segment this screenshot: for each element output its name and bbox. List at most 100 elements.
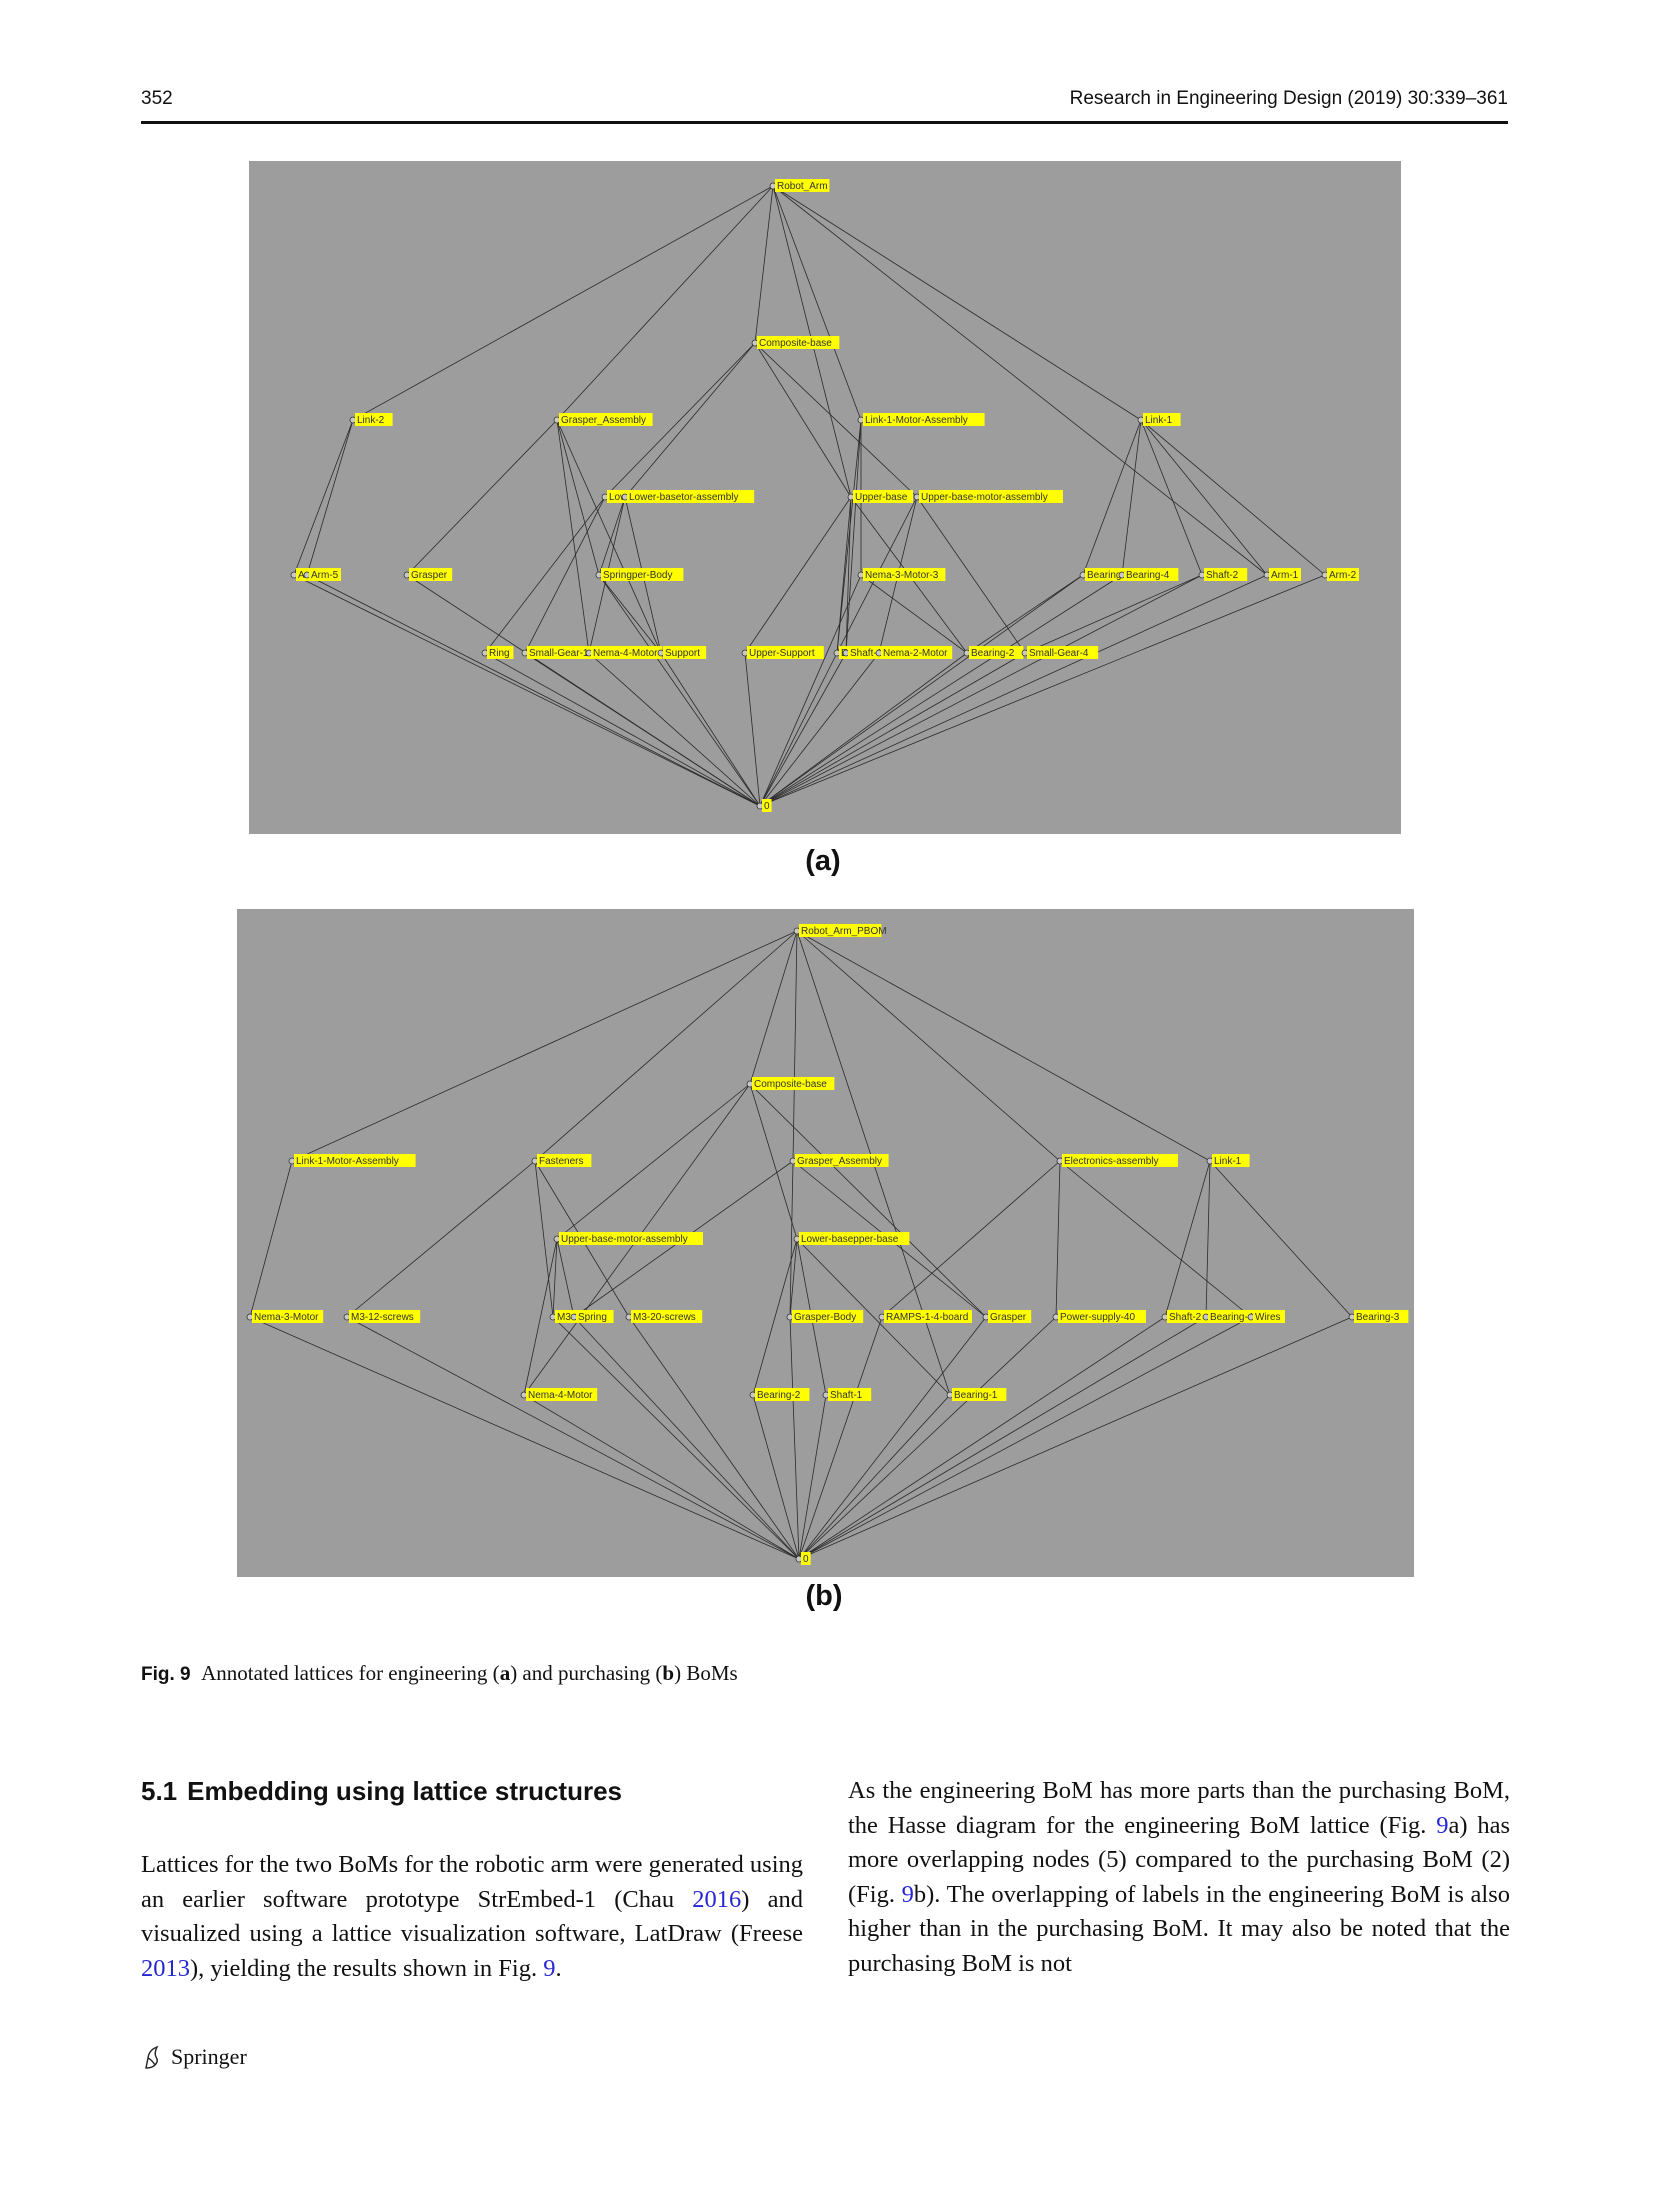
journal-header: Research in Engineering Design (2019) 30…	[1069, 88, 1508, 109]
lattice-b-node-label: Fasteners	[539, 1156, 583, 1167]
lattice-a-node: Bearing-4	[1118, 568, 1179, 581]
lattice-b-node: Electronics-assembly	[1056, 1154, 1178, 1167]
lattice-b-edge	[798, 1316, 1057, 1560]
left-column: Lattices for the two BoMs for the roboti…	[141, 1848, 803, 1986]
lattice-a-node: Composite-base	[751, 336, 840, 349]
lattice-b-node: Nema-3-Motor	[246, 1310, 324, 1323]
lattice-a-edge	[598, 496, 626, 576]
lattice-b-diagram: Robot_Arm_PBOMComposite-baseLink-1-Motor…	[246, 924, 1409, 1565]
figure-link[interactable]: 9	[543, 1954, 556, 1982]
lattice-b-edge	[749, 930, 798, 1085]
lattice-b-edge	[798, 1316, 1166, 1560]
lattice-b-edge	[796, 1238, 951, 1396]
lattice-a-node: Robot_Arm	[769, 179, 830, 192]
lattice-b-edge	[749, 1083, 987, 1318]
lattice-a-edge	[772, 185, 862, 421]
lattice-b-node-label: Bearing-3	[1356, 1312, 1400, 1323]
lattice-a-edge	[836, 496, 852, 654]
lattice-a-node-label: Support	[665, 648, 700, 659]
lattice-b-node-label: M3-1	[557, 1312, 580, 1323]
lattice-a-node-label: Low	[609, 492, 628, 503]
lattice-a-edge	[759, 652, 880, 807]
lattice-a-edge	[1140, 419, 1326, 576]
lattice-b-node-label: 0	[803, 1554, 809, 1565]
caption-label: Fig. 9	[141, 1664, 191, 1685]
lattice-a-edge	[759, 652, 847, 807]
lattice-b-edge	[249, 1160, 293, 1318]
lattice-b-edge	[1055, 1160, 1061, 1318]
caption-text: ) BoMs	[674, 1661, 738, 1685]
lattice-a-edge	[293, 419, 354, 576]
lattice-a-edge	[916, 496, 1026, 654]
lattice-b-edge	[628, 1316, 800, 1560]
lattice-a-node: Grasper_Assembly	[553, 413, 653, 426]
lattice-b-node: Lower-basepper-base	[793, 1232, 910, 1245]
lattice-b-node: M3-20-screws	[625, 1310, 703, 1323]
lattice-a-edge	[556, 419, 662, 654]
lattice-a-node: Arm-1	[1263, 568, 1301, 581]
lattice-b-node-label: M3-20-screws	[633, 1312, 696, 1323]
lattice-b-node-label: M3-12-screws	[351, 1312, 414, 1323]
lattice-a-node: Small-Gear-1	[521, 646, 599, 659]
figure-link[interactable]: 9	[1436, 1811, 1449, 1839]
lattice-b-edge	[552, 1316, 800, 1560]
lattice-a-edge	[598, 574, 662, 654]
lattice-a-edge	[556, 185, 774, 421]
lattice-a-node: Link-1	[1137, 413, 1181, 426]
text: As the engineering BoM has more parts th…	[848, 1777, 1510, 1839]
lattice-a-edge	[744, 496, 852, 654]
lattice-b-node-label: Spring	[578, 1312, 607, 1323]
figure-link[interactable]: 9	[901, 1880, 914, 1908]
lattice-a-edge	[845, 496, 852, 654]
lattice-a-node-label: Arm-1	[1271, 570, 1299, 581]
lattice-b-node: Grasper	[982, 1310, 1032, 1323]
lattice-b-edge	[1205, 1160, 1211, 1318]
lattice-a-node-label: Arm-5	[311, 570, 339, 581]
lattice-a-node: Lower-basetor-assembly	[621, 490, 755, 503]
right-column: As the engineering BoM has more parts th…	[848, 1774, 1510, 1982]
lattice-b-node-label: RAMPS-1-4-board	[886, 1312, 968, 1323]
lattice-a-node-label: Shaft-1	[850, 648, 883, 659]
lattice-b-edge	[291, 930, 798, 1162]
lattice-a-node: Upper-base	[847, 490, 913, 503]
lattice-a-node-label: Upper-Support	[749, 648, 815, 659]
lattice-a-node: Grasper	[403, 568, 453, 581]
lattice-b-node: Shaft-2	[1161, 1310, 1211, 1323]
lattice-b-node-label: Nema-3-Motor	[254, 1312, 319, 1323]
lattice-b-edge	[249, 1316, 800, 1560]
lattice-b-edge	[798, 1316, 1353, 1560]
lattice-b-node: Grasper_Assembly	[789, 1154, 889, 1167]
lattice-b-node: Wires	[1247, 1310, 1285, 1323]
lattice-b-edge	[796, 930, 1211, 1162]
citation-link[interactable]: 2013	[141, 1954, 190, 1982]
lattice-b-node-label: Grasper_Assembly	[797, 1156, 882, 1167]
lattice-a-node-label: Small-Gear-1	[529, 648, 589, 659]
lattice-b-node-label: Upper-base-motor-assembly	[561, 1234, 688, 1245]
lattice-b-edge	[346, 1160, 536, 1318]
citation-link[interactable]: 2016	[692, 1885, 742, 1913]
lattice-b-node-label: Robot_Arm_PBOM	[801, 926, 887, 937]
lattice-b-node-label: Link-1-Motor-Assembly	[296, 1156, 399, 1167]
lattice-a-edge	[624, 342, 756, 498]
lattice-a-node: Arm-5	[303, 568, 341, 581]
lattice-a-node: Nema-3-Motor-3	[857, 568, 946, 581]
lattice-b-node: Nema-4-Motor	[520, 1388, 598, 1401]
lattice-b-edge	[789, 1316, 800, 1560]
text: Lattices for the two BoMs for the roboti…	[141, 1851, 803, 1913]
lattice-b-edge	[798, 1316, 987, 1560]
lattice-b-edge	[798, 1394, 951, 1560]
publisher-name: Springer	[171, 2044, 247, 2069]
lattice-a-node: Upper-base-motor-assembly	[913, 490, 1063, 503]
lattice-a-node-label: Link-1	[1145, 415, 1173, 426]
lattice-a-node-label: Upper-base	[855, 492, 908, 503]
lattice-b-edge	[552, 1238, 558, 1318]
text: ), yielding the results shown in Fig.	[190, 1954, 544, 1982]
springer-logo-icon	[145, 2045, 159, 2069]
lattice-b-edge	[798, 1316, 1252, 1560]
lattice-a-node-label: 0	[764, 801, 770, 812]
lattice-a-edge	[759, 652, 1026, 807]
lattice-b-node-label: Shaft-1	[830, 1390, 863, 1401]
